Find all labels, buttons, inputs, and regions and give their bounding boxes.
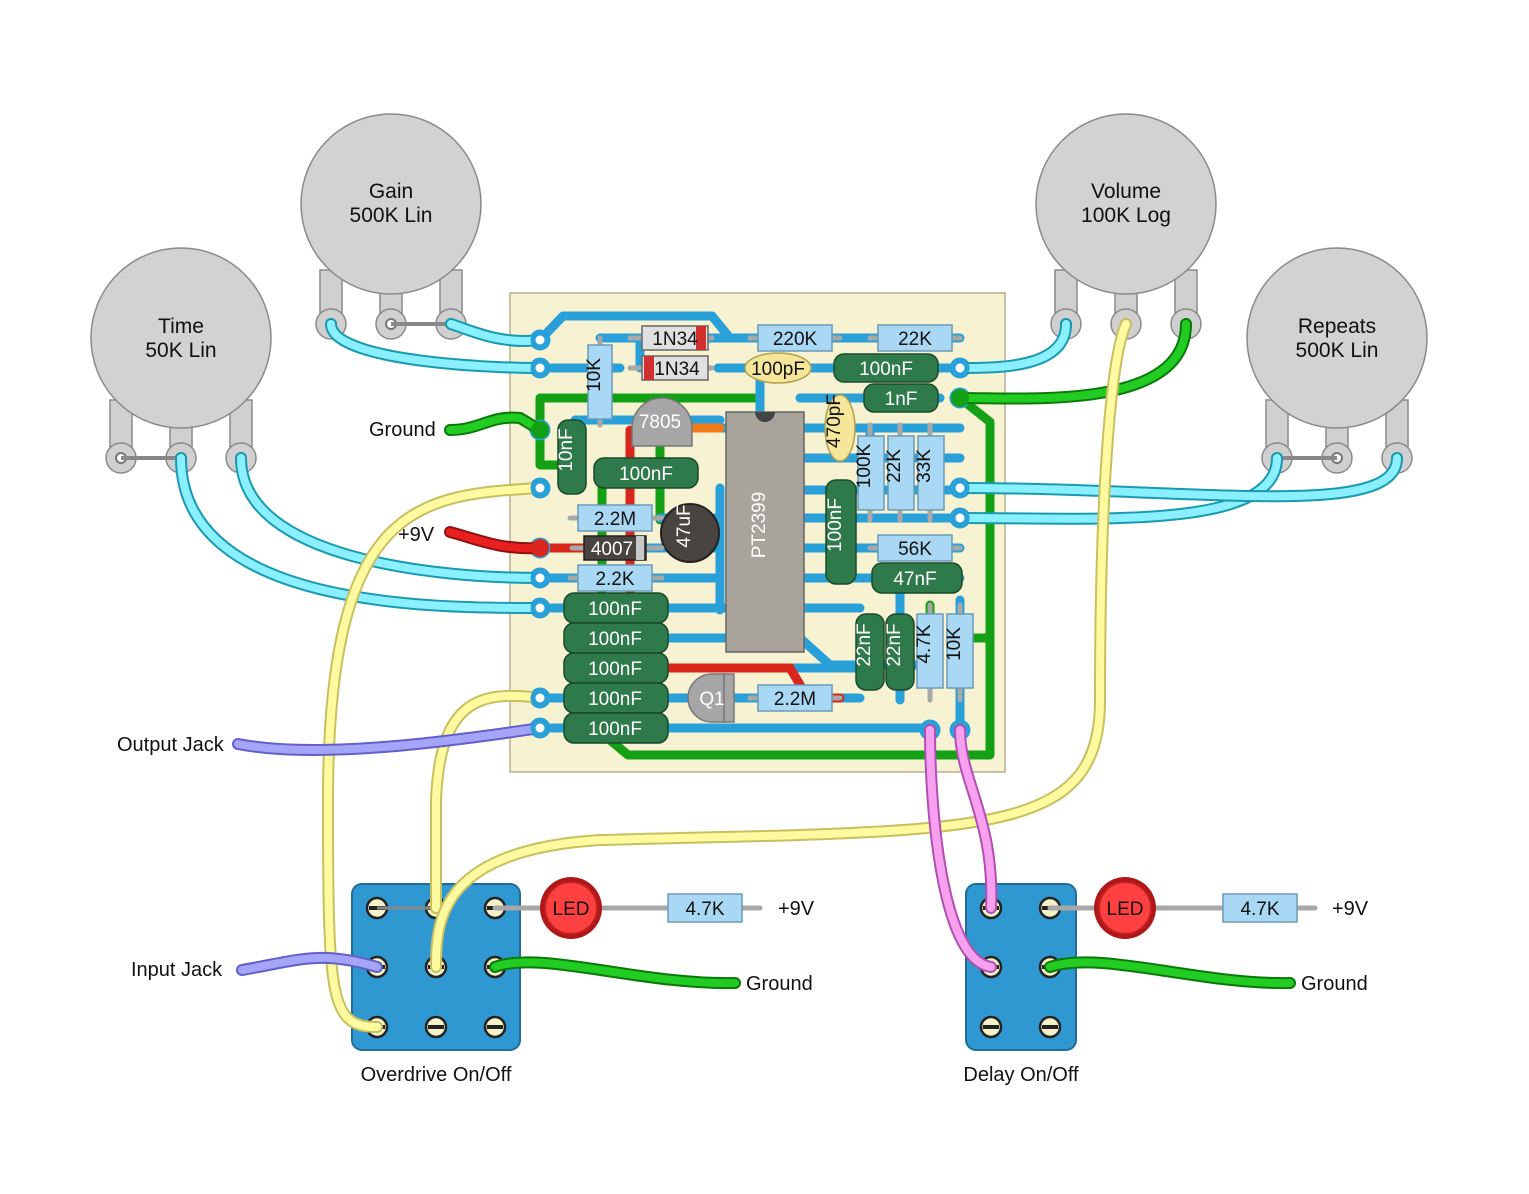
transistor-label: Q1 bbox=[699, 689, 724, 710]
pot-value: 500K Lin bbox=[350, 204, 433, 227]
output-jack-label: Output Jack bbox=[117, 734, 225, 756]
capacitor-47uf: 47uF bbox=[660, 503, 720, 563]
plus9v-label: +9V bbox=[398, 524, 435, 546]
capacitor-100nf-vertical: 100nF bbox=[825, 479, 857, 585]
capacitor-label: 100nF bbox=[588, 689, 642, 710]
capacitor-100nf-top: 100nF bbox=[833, 353, 939, 383]
capacitor-label: 100nF bbox=[588, 659, 642, 680]
capacitor-100nf-mid: 100nF bbox=[593, 457, 699, 489]
resistor-label: 4.7K bbox=[914, 624, 935, 663]
led-chain-delay: LED 4.7K +9V bbox=[1047, 877, 1369, 939]
input-jack-label: Input Jack bbox=[131, 959, 223, 981]
capacitor-label: 47uF bbox=[674, 504, 695, 547]
resistor-100k: 100K bbox=[854, 422, 885, 523]
capacitor-47nf: 47nF bbox=[871, 562, 963, 594]
resistor-label: 100K bbox=[854, 443, 875, 488]
capacitor-470pf: 470pF bbox=[824, 394, 856, 462]
capacitor-1nf: 1nF bbox=[863, 383, 939, 413]
pot-name: Volume bbox=[1091, 180, 1161, 203]
capacitor-22nf-b: 22nF bbox=[884, 613, 915, 691]
capacitor-label: 100nF bbox=[588, 629, 642, 650]
resistor-2-2k: 2.2K bbox=[567, 564, 665, 592]
delay-switch-label: Delay On/Off bbox=[963, 1064, 1079, 1086]
regulator-7805: 7805 bbox=[631, 397, 693, 447]
wire-endpoints bbox=[530, 330, 970, 738]
led-label: LED bbox=[553, 899, 590, 920]
capacitor-100nf-b: 100nF bbox=[563, 622, 669, 654]
pot-value: 50K Lin bbox=[145, 339, 216, 362]
capacitor-100nf-a: 100nF bbox=[563, 592, 669, 624]
capacitor-label: 100nF bbox=[619, 464, 673, 485]
capacitor-22nf-a: 22nF bbox=[854, 613, 885, 691]
resistor-label: 4.7K bbox=[1240, 899, 1279, 920]
diode-1n34-top: 1N34 bbox=[627, 325, 715, 351]
resistor-10k-right: 10K bbox=[944, 602, 974, 703]
transistor-q1: Q1 bbox=[687, 673, 735, 723]
diode-label: 4007 bbox=[591, 539, 633, 560]
pot-name: Time bbox=[158, 315, 204, 338]
capacitor-100nf-c: 100nF bbox=[563, 652, 669, 684]
wires bbox=[175, 318, 1403, 1033]
capacitor-label: 100pF bbox=[751, 359, 805, 380]
resistor-220k: 220K bbox=[747, 324, 843, 352]
led-chain-overdrive: LED 4.7K +9V bbox=[492, 877, 815, 939]
pot-value: 100K Log bbox=[1081, 204, 1171, 227]
overdrive-switch-label: Overdrive On/Off bbox=[361, 1064, 512, 1086]
pot-value: 500K Lin bbox=[1296, 339, 1379, 362]
capacitor-label: 100nF bbox=[825, 498, 846, 552]
pot-time[interactable]: Time 50K Lin bbox=[90, 247, 272, 474]
resistor-label: 56K bbox=[898, 539, 932, 560]
resistor-label: 2.2K bbox=[595, 569, 634, 590]
capacitor-label: 1nF bbox=[885, 389, 918, 410]
diode-1n34-bottom: 1N34 bbox=[627, 355, 715, 381]
resistor-label: 22K bbox=[898, 329, 932, 350]
ground-label: Ground bbox=[1301, 973, 1368, 995]
ground-label: Ground bbox=[369, 419, 436, 441]
resistor-label: 10K bbox=[584, 358, 605, 392]
ic-pt2399: PT2399 bbox=[725, 411, 805, 653]
diode-label: 1N34 bbox=[652, 329, 698, 350]
resistor-22k-top: 22K bbox=[867, 324, 963, 352]
capacitor-label: 10nF bbox=[556, 428, 577, 471]
resistor-label: 220K bbox=[773, 329, 818, 350]
resistor-33k: 33K bbox=[914, 422, 945, 523]
ground-label: Ground bbox=[746, 973, 813, 995]
plus9v-label: +9V bbox=[778, 898, 815, 920]
capacitor-label: 47nF bbox=[893, 569, 936, 590]
resistor-label: 4.7K bbox=[685, 899, 724, 920]
capacitor-label: 22nF bbox=[884, 623, 905, 666]
ic-label: PT2399 bbox=[749, 492, 770, 559]
regulator-label: 7805 bbox=[639, 412, 681, 433]
capacitor-100nf-d: 100nF bbox=[563, 682, 669, 714]
plus9v-label: +9V bbox=[1332, 898, 1369, 920]
resistor-2-2m-bottom: 2.2M bbox=[747, 684, 843, 712]
capacitor-100pf: 100pF bbox=[744, 352, 812, 384]
pot-name: Repeats bbox=[1298, 315, 1376, 338]
pot-volume[interactable]: Volume 100K Log bbox=[1035, 113, 1217, 340]
capacitor-label: 22nF bbox=[854, 623, 875, 666]
capacitor-10nf: 10nF bbox=[556, 419, 587, 495]
diode-label: 1N34 bbox=[654, 359, 700, 380]
resistor-label: 2.2M bbox=[774, 689, 816, 710]
capacitor-label: 100nF bbox=[588, 599, 642, 620]
resistor-56k: 56K bbox=[867, 534, 963, 562]
resistor-2-2m-top: 2.2M bbox=[567, 504, 665, 532]
diode-4007: 4007 bbox=[569, 535, 665, 561]
led-label: LED bbox=[1107, 899, 1144, 920]
pot-gain[interactable]: Gain 500K Lin bbox=[300, 113, 482, 340]
resistor-label: 10K bbox=[944, 627, 965, 661]
pot-repeats[interactable]: Repeats 500K Lin bbox=[1246, 247, 1428, 474]
resistor-label: 22K bbox=[884, 449, 905, 483]
pot-name: Gain bbox=[369, 180, 413, 203]
capacitor-label: 470pF bbox=[824, 394, 845, 448]
resistor-label: 2.2M bbox=[594, 509, 636, 530]
capacitor-label: 100nF bbox=[588, 719, 642, 740]
resistor-label: 33K bbox=[914, 449, 935, 483]
capacitor-label: 100nF bbox=[859, 359, 913, 380]
resistor-4-7k: 4.7K bbox=[914, 602, 944, 703]
resistor-22k-mid: 22K bbox=[884, 422, 915, 523]
resistor-10k-left: 10K bbox=[584, 335, 613, 428]
capacitor-100nf-e: 100nF bbox=[563, 712, 669, 744]
